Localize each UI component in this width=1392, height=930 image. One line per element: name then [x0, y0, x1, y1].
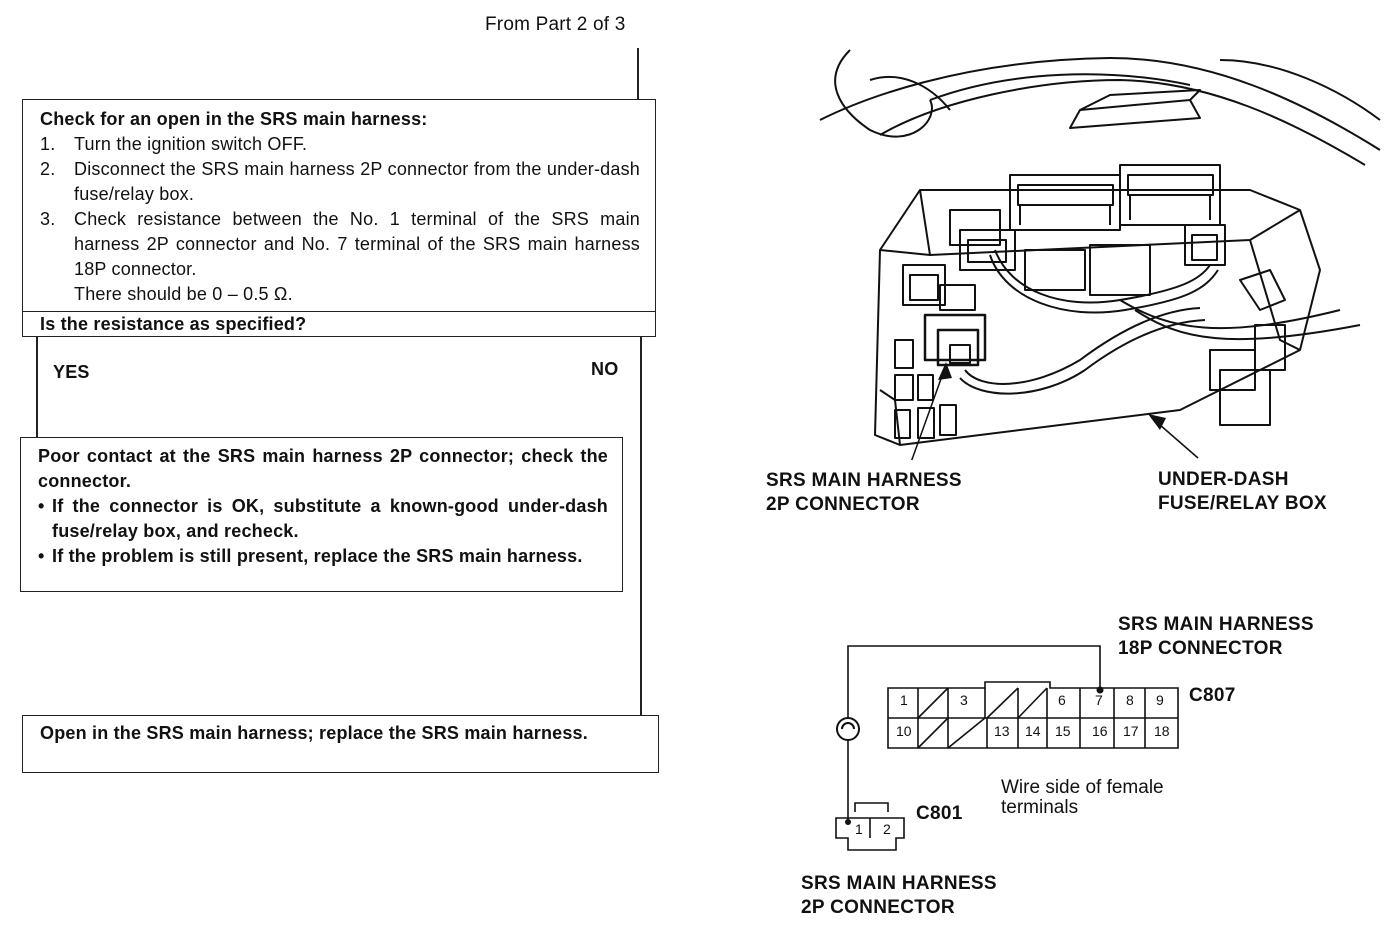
c807-terminal: 1: [900, 692, 908, 708]
question-text: Is the resistance as specified?: [40, 314, 307, 334]
flow-line-yes: [36, 336, 38, 438]
no-result-text: Open in the SRS main harness; replace th…: [40, 723, 588, 743]
check-title: Check for an open in the SRS main harnes…: [40, 109, 428, 129]
yes-bullet-1: •If the connector is OK, substitute a kn…: [38, 496, 608, 541]
c807-terminal: 8: [1126, 692, 1134, 708]
yes-result-box: Poor contact at the SRS main harness 2P …: [20, 437, 623, 592]
c807-terminal: 13: [994, 723, 1010, 739]
c807-terminal: 18: [1154, 723, 1170, 739]
c807-terminal: 9: [1156, 692, 1164, 708]
step-2: 2.Disconnect the SRS main harness 2P con…: [40, 159, 640, 204]
label-under-dash-box: UNDER-DASH FUSE/RELAY BOX: [1158, 469, 1327, 514]
flow-line-no: [640, 336, 642, 716]
c807-terminal: 7: [1095, 692, 1103, 708]
c807-terminal: 6: [1058, 692, 1066, 708]
c807-terminal: 17: [1123, 723, 1139, 739]
wire-side-note: Wire side of female terminals: [1001, 777, 1164, 818]
no-label: NO: [591, 359, 619, 379]
check-box: Check for an open in the SRS main harnes…: [22, 99, 656, 312]
resistance-spec: There should be 0 – 0.5 Ω.: [74, 284, 293, 304]
label-2p-connector: SRS MAIN HARNESS 2P CONNECTOR: [766, 470, 962, 515]
c807-terminals: 1 3 6 7 8 9 10 13 14 15 16 17 18: [888, 688, 1180, 748]
yes-result-title: Poor contact at the SRS main harness 2P …: [38, 446, 608, 491]
question-box: Is the resistance as specified?: [22, 311, 656, 337]
c801-label: C801: [916, 803, 963, 824]
bottom-2p-label: SRS MAIN HARNESS 2P CONNECTOR: [801, 873, 997, 918]
fuse-relay-box-illustration: [819, 49, 1381, 460]
c807-terminal: 10: [896, 723, 912, 739]
c807-terminal: 14: [1025, 723, 1041, 739]
step-1: 1.Turn the ignition switch OFF.: [40, 134, 308, 154]
c801-terminal: 1: [855, 821, 863, 837]
yes-bullet-2: •If the problem is still present, replac…: [38, 546, 583, 566]
step-3: 3.Check resistance between the No. 1 ter…: [40, 209, 640, 279]
no-result-box: Open in the SRS main harness; replace th…: [22, 715, 659, 773]
c801-terminal: 2: [883, 821, 891, 837]
c807-terminal: 3: [960, 692, 968, 708]
label-18p-connector: SRS MAIN HARNESS 18P CONNECTOR: [1118, 614, 1314, 659]
from-part-label: From Part 2 of 3: [485, 14, 626, 35]
wiring-diagram: [835, 645, 1179, 851]
c807-terminal: 15: [1055, 723, 1071, 739]
c807-terminal: 16: [1092, 723, 1108, 739]
flow-line-top: [637, 48, 639, 100]
c807-label: C807: [1189, 685, 1236, 706]
yes-label: YES: [53, 362, 90, 382]
